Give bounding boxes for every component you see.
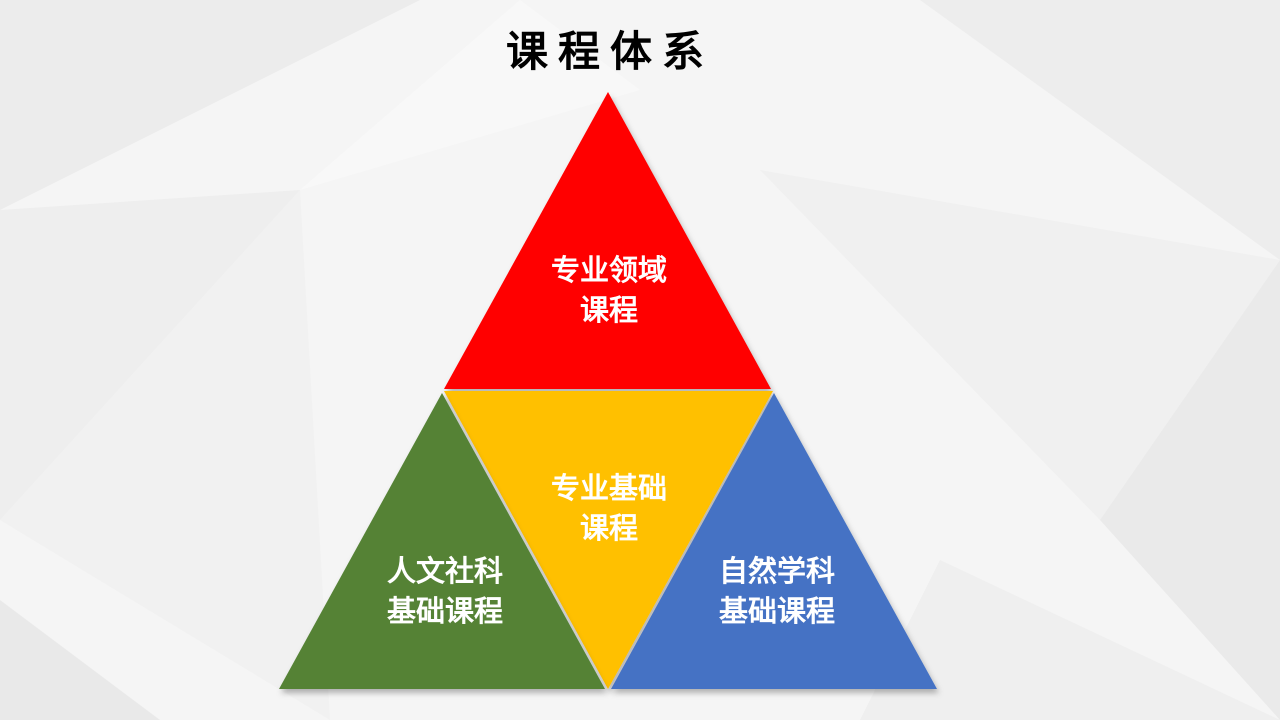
left-label-line1: 人文社科 xyxy=(386,554,503,588)
top-triangle xyxy=(444,92,771,389)
right-triangle xyxy=(611,393,937,689)
middle-triangle xyxy=(444,391,773,689)
middle-label-line1: 专业基础 xyxy=(550,471,667,505)
top-label-line1: 专业领域 xyxy=(550,253,667,287)
middle-label-line2: 课程 xyxy=(579,511,638,545)
left-triangle-label: 人文社科 基础课程 xyxy=(355,551,535,631)
right-label-line1: 自然学科 xyxy=(718,554,835,588)
left-label-line2: 基础课程 xyxy=(386,594,503,628)
top-triangle-label: 专业领域 课程 xyxy=(519,250,699,330)
middle-triangle-label: 专业基础 课程 xyxy=(519,468,699,548)
right-label-line2: 基础课程 xyxy=(718,594,835,628)
page-title: 课程体系 xyxy=(505,27,714,76)
right-triangle-label: 自然学科 基础课程 xyxy=(687,551,867,631)
left-triangle xyxy=(279,393,605,689)
top-label-line2: 课程 xyxy=(579,293,638,327)
